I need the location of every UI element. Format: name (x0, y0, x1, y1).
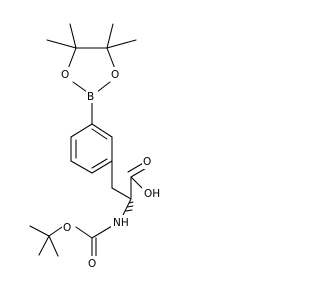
label-carbamate-carbonyl-oxygen: O (88, 258, 96, 270)
ring-bond-6 (70, 123, 93, 138)
stereo-hash-1 (128, 201, 134, 204)
stereo-hash-2 (126, 205, 134, 208)
atom-labels: O O B O OH NH O O (60, 67, 164, 270)
label-boron: B (87, 91, 94, 103)
ring-double-2 (91, 158, 108, 169)
boc-group (29, 225, 113, 259)
structure-canvas: O O B O OH NH O O (29, 23, 164, 270)
bond-n-ccarbamate (91, 225, 113, 239)
benzene-ring (70, 123, 113, 174)
ring-bond-3 (91, 160, 113, 174)
bond-c1-methyl-up (69, 23, 77, 49)
bond-ch2-calpha (111, 187, 132, 200)
stereo-hash-3 (125, 209, 133, 212)
pinacol-boronate-group (46, 23, 137, 93)
molecule-drawing: O O B O OH NH O O (29, 23, 164, 270)
label-ring-oxygen-right: O (111, 69, 119, 81)
bond-ccarbamate-o (75, 226, 93, 239)
bond-o-ctert (48, 226, 63, 237)
ring-bond-1 (91, 123, 113, 138)
bond-ctert-me3 (48, 235, 59, 257)
bond-cooh-oh (130, 176, 145, 191)
bond-c1-o1 (67, 47, 77, 70)
label-acid-carbonyl-oxygen: O (143, 156, 151, 168)
bond-ctert-me2 (38, 235, 50, 256)
label-amine: NH (113, 217, 129, 229)
bond-c2-o2 (106, 47, 116, 70)
ring-double-1 (91, 128, 108, 140)
bond-o1-b (72, 81, 88, 93)
label-ring-oxygen-left: O (61, 69, 69, 81)
bond-c2-methyl-right (106, 39, 137, 49)
bond-c1-methyl-left (46, 39, 77, 49)
ring-bond-4 (70, 160, 93, 174)
bond-ctert-me1 (29, 225, 50, 237)
bond-o2-b (96, 81, 111, 93)
bond-c2-methyl-up (106, 23, 114, 49)
label-hydroxyl: OH (144, 188, 160, 200)
label-ester-oxygen: O (63, 222, 71, 234)
